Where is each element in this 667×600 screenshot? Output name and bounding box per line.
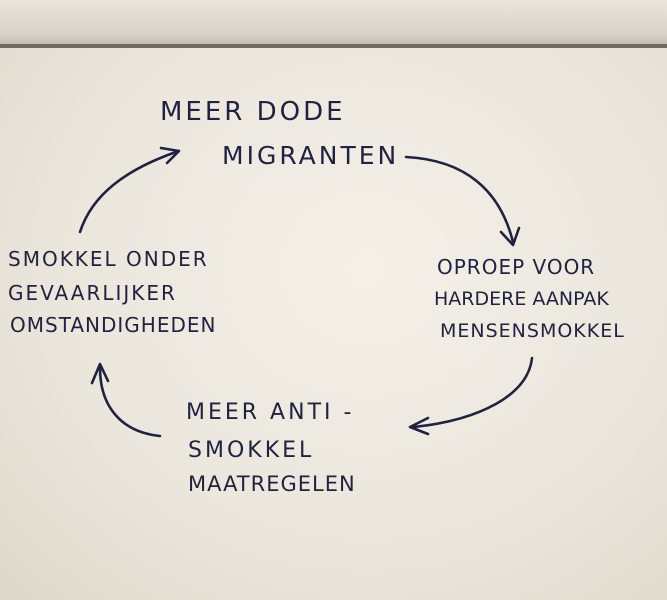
node-oproep-line-3: MENSENSMOKKEL: [440, 320, 625, 342]
edge-oproep-to-maatregelen: [408, 356, 534, 436]
node-maatregelen-line-1: MEER ANTI -: [186, 400, 355, 425]
arrowhead-icon: [408, 416, 430, 436]
node-smokkel-line-1: SMOKKEL ONDER: [8, 247, 209, 271]
arrowhead-icon: [499, 226, 521, 247]
node-smokkel-line-3: OMSTANDIGHEDEN: [10, 313, 217, 337]
node-maatregelen-line-2: SMOKKEL: [188, 438, 315, 463]
node-oproep-line-1: OPROEP VOOR: [437, 255, 596, 279]
arrow-line: [404, 155, 515, 244]
arrowhead-icon: [159, 146, 181, 165]
node-maatregelen-line-3: MAATREGELEN: [188, 472, 356, 496]
arrowhead-icon: [90, 362, 110, 385]
arrow-line: [98, 366, 162, 438]
node-oproep-line-2: HARDERE AANPAK: [434, 288, 609, 310]
flipchart-roll: [0, 0, 667, 48]
node-meer-dode-line-1: MEER DODE: [160, 97, 346, 127]
edge-meer-dode-to-oproep: [404, 155, 521, 247]
arrow-line: [78, 150, 178, 234]
flipchart-sheet: [0, 48, 667, 600]
edge-smokkel-to-meer-dode: [78, 146, 181, 234]
arrow-line: [412, 356, 534, 429]
node-smokkel-line-2: GEVAARLIJKER: [8, 281, 177, 305]
node-meer-dode-line-2: MIGRANTEN: [222, 141, 400, 170]
edge-maatregelen-to-smokkel: [90, 362, 162, 438]
